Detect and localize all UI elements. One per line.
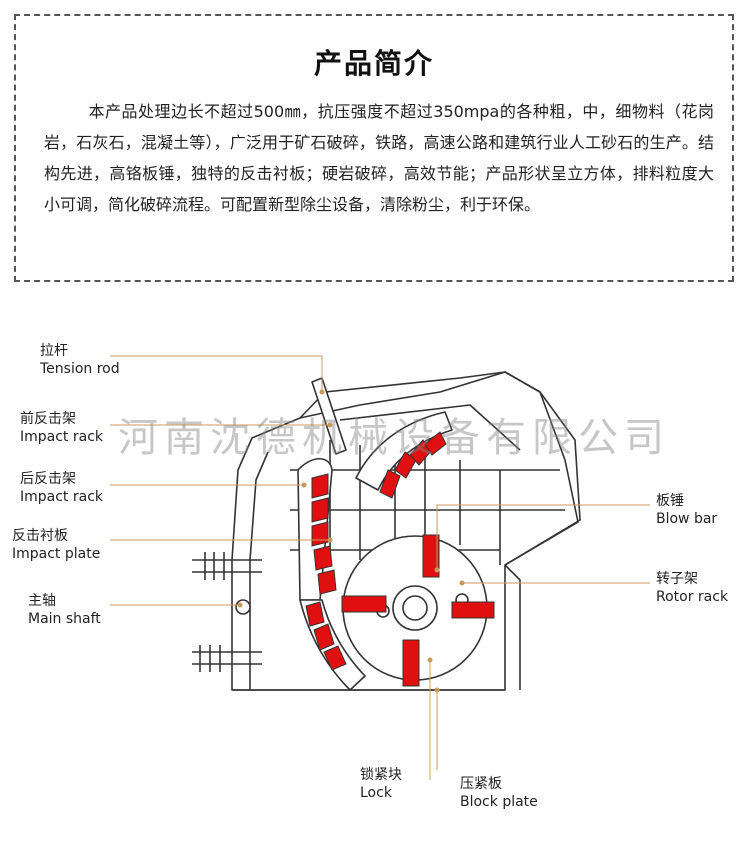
blow-bar-top	[422, 534, 440, 578]
crusher-diagram	[110, 355, 650, 780]
intro-box: 产品简介 本产品处理边长不超过500㎜，抗压强度不超过350mpa的各种粗，中，…	[14, 14, 734, 282]
blow-bar-right	[451, 601, 495, 619]
label-impact-plate: 反击衬板 Impact plate	[12, 528, 101, 562]
label-tension-rod: 拉杆 Tension rod	[40, 343, 120, 377]
intro-title: 产品简介	[313, 47, 434, 80]
front-impact-rack-shape	[355, 411, 453, 491]
label-lock: 锁紧块 Lock	[360, 767, 402, 801]
label-main-shaft: 主轴 Main shaft	[28, 593, 101, 627]
label-rotor-rack: 转子架 Rotor rack	[656, 571, 729, 605]
label-front-impact-rack: 前反击架 Impact rack	[20, 411, 104, 445]
label-blow-bar: 板锤 Blow bar	[656, 493, 718, 527]
label-block-plate: 压紧板 Block plate	[460, 776, 538, 810]
label-rear-impact-rack: 后反击架 Impact rack	[20, 471, 104, 505]
tension-rod-shape	[311, 377, 347, 455]
watermark: 河南沈德机械设备有限公司	[118, 415, 670, 461]
blow-bar-bottom	[402, 639, 420, 687]
intro-paragraph: 本产品处理边长不超过500㎜，抗压强度不超过350mpa的各种粗，中，细物料（花…	[44, 96, 714, 220]
intro-paragraph-text: 本产品处理边长不超过500㎜，抗压强度不超过350mpa的各种粗，中，细物料（花…	[44, 102, 714, 214]
blow-bar-left	[341, 595, 387, 613]
